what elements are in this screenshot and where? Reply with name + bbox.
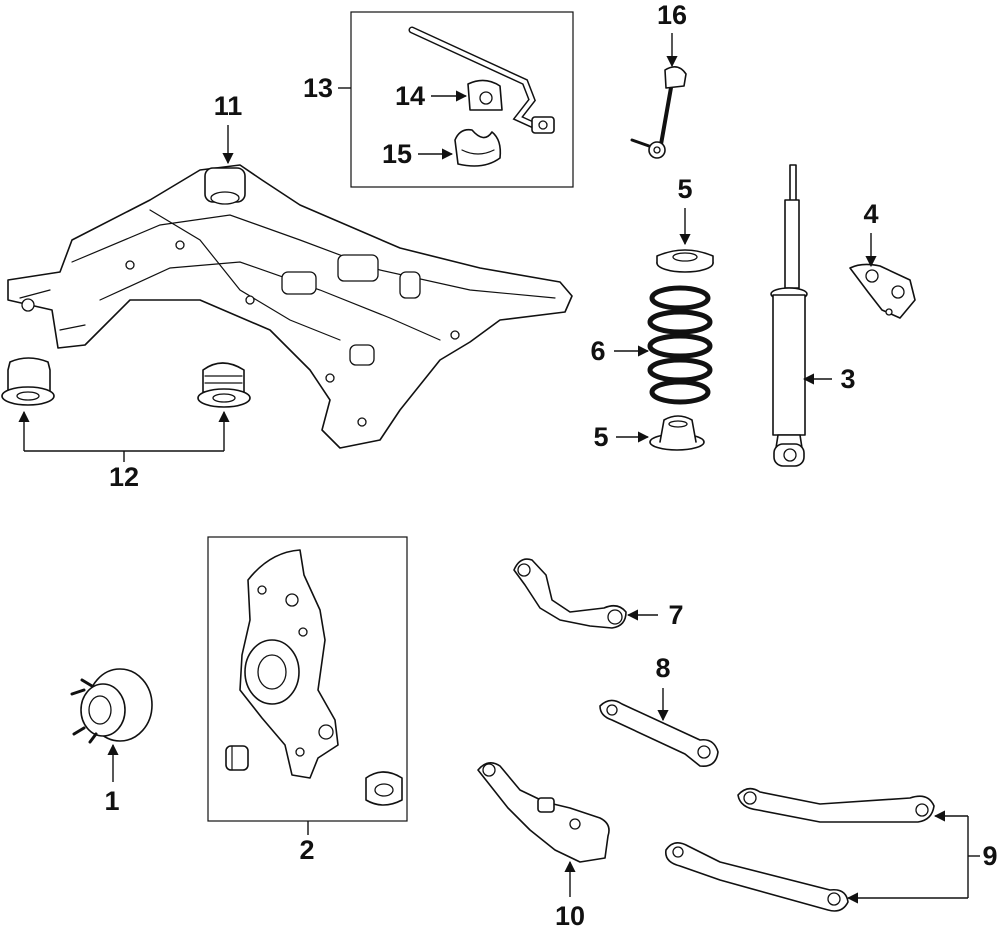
lower-control-arm	[477, 762, 610, 863]
stabilizer-bar	[408, 26, 555, 134]
trailing-arm-lower	[664, 842, 849, 912]
stabilizer-group-frame	[350, 11, 574, 188]
crossmember-illustration	[7, 164, 573, 449]
coil-spring	[647, 285, 713, 405]
trailing-arm-upper	[737, 787, 935, 823]
callout-labels: 1 2 3 4 5 5 6 7 8 9 10 11 12 13 14 15 16	[104, 0, 997, 931]
knuckle-bushing-large	[365, 771, 403, 806]
callout-6: 6	[590, 336, 605, 366]
callout-5-lower: 5	[593, 422, 608, 452]
upper-control-arm	[513, 558, 627, 629]
callout-3: 3	[840, 364, 855, 394]
shock-absorber	[770, 164, 808, 467]
callout-5-upper: 5	[677, 174, 692, 204]
wheel-hub-bearing	[70, 668, 153, 744]
shock-mount-bracket	[849, 263, 916, 319]
subframe-bushing-left	[1, 357, 55, 406]
callout-4: 4	[863, 199, 878, 229]
stabilizer-bushing	[467, 79, 503, 111]
callout-1: 1	[104, 786, 119, 816]
callout-2: 2	[299, 835, 314, 865]
callout-11: 11	[214, 91, 243, 121]
lower-spring-insulator	[649, 415, 705, 451]
callout-13: 13	[303, 73, 333, 103]
callout-7: 7	[668, 600, 683, 630]
callout-16: 16	[657, 0, 687, 30]
steering-knuckle	[239, 549, 339, 779]
stabilizer-link	[630, 66, 687, 159]
upper-spring-insulator	[656, 249, 714, 273]
callout-8: 8	[655, 653, 670, 683]
bushing-bracket	[454, 128, 502, 167]
callout-10: 10	[555, 901, 585, 931]
callout-12: 12	[109, 462, 139, 492]
toe-link	[599, 699, 719, 768]
callout-9: 9	[982, 841, 997, 871]
subframe-bushing-right	[197, 362, 251, 408]
leader-lines	[18, 33, 980, 904]
knuckle-bushing-small	[225, 745, 249, 771]
callout-15: 15	[382, 139, 412, 169]
callout-14: 14	[395, 81, 425, 111]
